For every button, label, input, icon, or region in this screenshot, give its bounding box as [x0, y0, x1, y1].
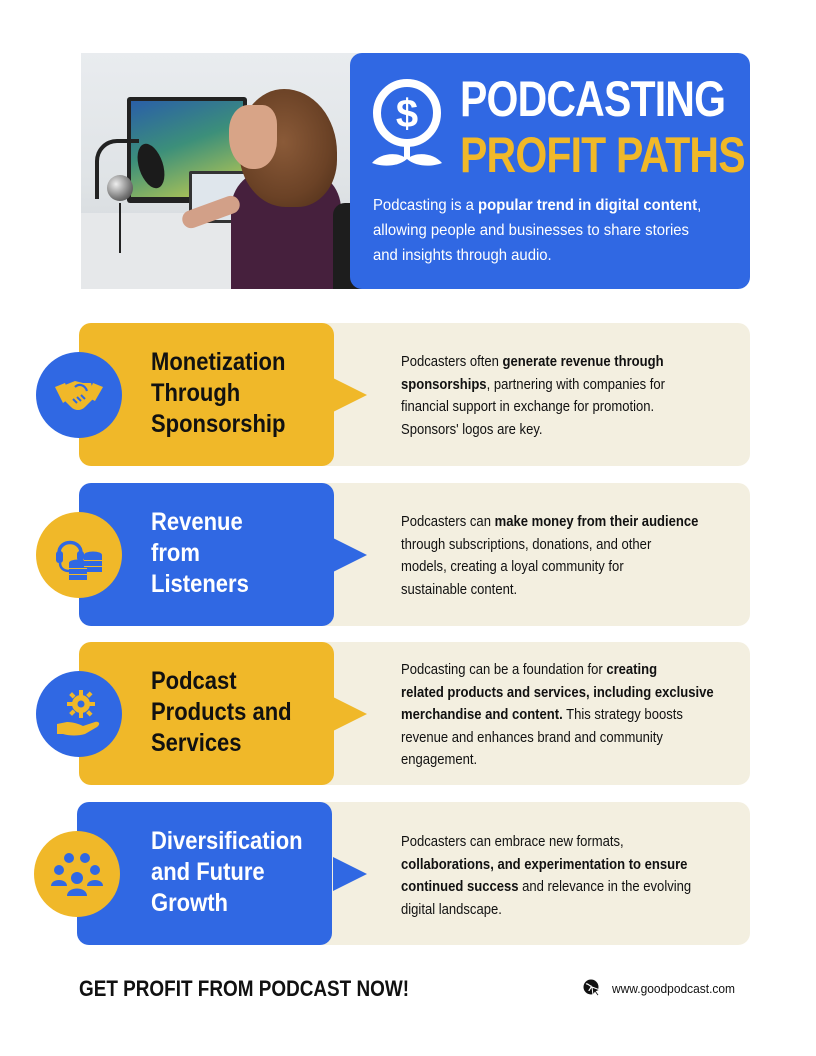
row-description-panel	[300, 642, 750, 785]
path-row-listeners: Revenue from Listeners Podcasters can ma…	[0, 483, 816, 626]
desc-text: This strategy boosts	[562, 707, 683, 723]
path-row-growth: Diversification and Future Growth Podcas…	[0, 802, 816, 945]
photo-tripod	[119, 203, 121, 253]
row-pointer	[333, 378, 367, 412]
photo-microphone	[107, 175, 133, 201]
desc-bold: make money from their audience	[494, 514, 699, 530]
footer-cta: GET PROFIT FROM PODCAST NOW!	[79, 976, 410, 1001]
row-pointer	[333, 857, 367, 891]
row-description-panel	[300, 323, 750, 466]
row-description: Podcasters often generate revenue throug…	[401, 351, 665, 441]
website-url[interactable]: www.goodpodcast.com	[612, 980, 735, 996]
desc-bold: sponsorships	[401, 376, 487, 393]
desc-bold: creating	[606, 662, 658, 678]
hero-desc-line: allowing people and businesses to share …	[373, 222, 689, 239]
desc-line: models, creating a loyal community for	[401, 559, 624, 575]
hero-description: Podcasting is a popular trend in digital…	[373, 193, 717, 268]
row-title-line: Sponsorship	[151, 410, 286, 438]
row-description: Podcasters can embrace new formats, coll…	[401, 831, 691, 921]
desc-text: Podcasters often	[401, 354, 503, 370]
hero-desc-line: and insights through audio.	[373, 247, 552, 264]
headset-coins-icon	[56, 540, 102, 580]
path-row-products: Podcast Products and Services Podcasting…	[0, 642, 816, 785]
desc-text: Podcasters can	[401, 514, 495, 530]
desc-line: sustainable content.	[401, 581, 518, 598]
row-icon-circle	[36, 512, 122, 598]
desc-text: Podcasting can be a foundation for	[401, 662, 607, 678]
row-title-line: Podcast	[151, 667, 237, 695]
row-icon-circle	[36, 671, 122, 757]
desc-bold: merchandise and content.	[401, 707, 563, 723]
handshake-icon	[55, 381, 103, 410]
desc-line: through subscriptions, donations, and ot…	[401, 536, 652, 553]
desc-bold: generate revenue through	[502, 354, 664, 370]
hero-photo	[81, 53, 371, 289]
path-row-sponsorship: Monetization Through Sponsorship Podcast…	[0, 323, 816, 466]
hero-title-line2: PROFIT PATHS	[460, 127, 746, 183]
row-title-line: Products and	[151, 698, 292, 726]
row-title-line: Services	[151, 729, 242, 757]
hero-title-line1: PODCASTING	[460, 71, 726, 127]
desc-line: digital landscape.	[401, 901, 502, 918]
hero-desc-text: ,	[697, 197, 702, 214]
photo-monitor	[127, 97, 247, 203]
hero-desc-bold: popular trend in digital content	[478, 197, 698, 214]
desc-text: , partnering with companies for	[486, 376, 666, 393]
desc-line: engagement.	[401, 752, 478, 768]
dollar-plant-icon: $	[372, 79, 442, 166]
row-title: Diversification and Future Growth	[151, 826, 303, 919]
desc-bold: continued success	[401, 879, 519, 895]
desc-bold: collaborations, and experimentation to e…	[401, 856, 688, 873]
row-pointer	[333, 538, 367, 572]
desc-line: revenue and enhances brand and community	[401, 729, 663, 746]
row-description: Podcasting can be a foundation for creat…	[401, 659, 714, 772]
row-title-line: Through	[151, 379, 241, 407]
svg-text:$: $	[396, 92, 418, 136]
row-title-line: Diversification	[151, 827, 303, 855]
globe-cursor-icon	[583, 979, 602, 997]
hand-gear-icon	[57, 690, 100, 736]
desc-line: financial support in exchange for promot…	[401, 399, 655, 415]
row-title: Revenue from Listeners	[151, 507, 249, 600]
desc-text: and relevance in the evolving	[518, 879, 692, 895]
desc-line: Sponsors' logos are key.	[401, 421, 543, 438]
website-link[interactable]: www.goodpodcast.com	[582, 978, 746, 998]
row-title: Monetization Through Sponsorship	[151, 347, 285, 440]
desc-line: Podcasters can embrace new formats,	[401, 834, 624, 850]
row-description: Podcasters can make money from their aud…	[401, 511, 698, 601]
row-description-panel	[300, 483, 750, 626]
row-pointer	[333, 697, 367, 731]
row-title-line: and Future	[151, 858, 265, 886]
hero-card: $ PODCASTING PROFIT PATHS Podcasting is …	[350, 53, 750, 289]
row-title: Podcast Products and Services	[151, 666, 292, 759]
row-title-line: Revenue	[151, 508, 243, 536]
photo-woman-face	[229, 105, 277, 169]
people-group-icon	[51, 853, 103, 896]
row-title-line: Listeners	[151, 570, 249, 598]
row-icon-circle	[36, 352, 122, 438]
row-title-line: Monetization	[151, 348, 286, 376]
row-title-line: Growth	[151, 889, 228, 917]
row-description-panel	[300, 802, 750, 945]
row-title-line: from	[151, 539, 200, 567]
desc-bold: related products and services, including…	[401, 684, 714, 701]
row-icon-circle	[34, 831, 120, 917]
hero-desc-text: Podcasting is a	[373, 197, 479, 214]
photo-mic-arm	[95, 139, 139, 199]
